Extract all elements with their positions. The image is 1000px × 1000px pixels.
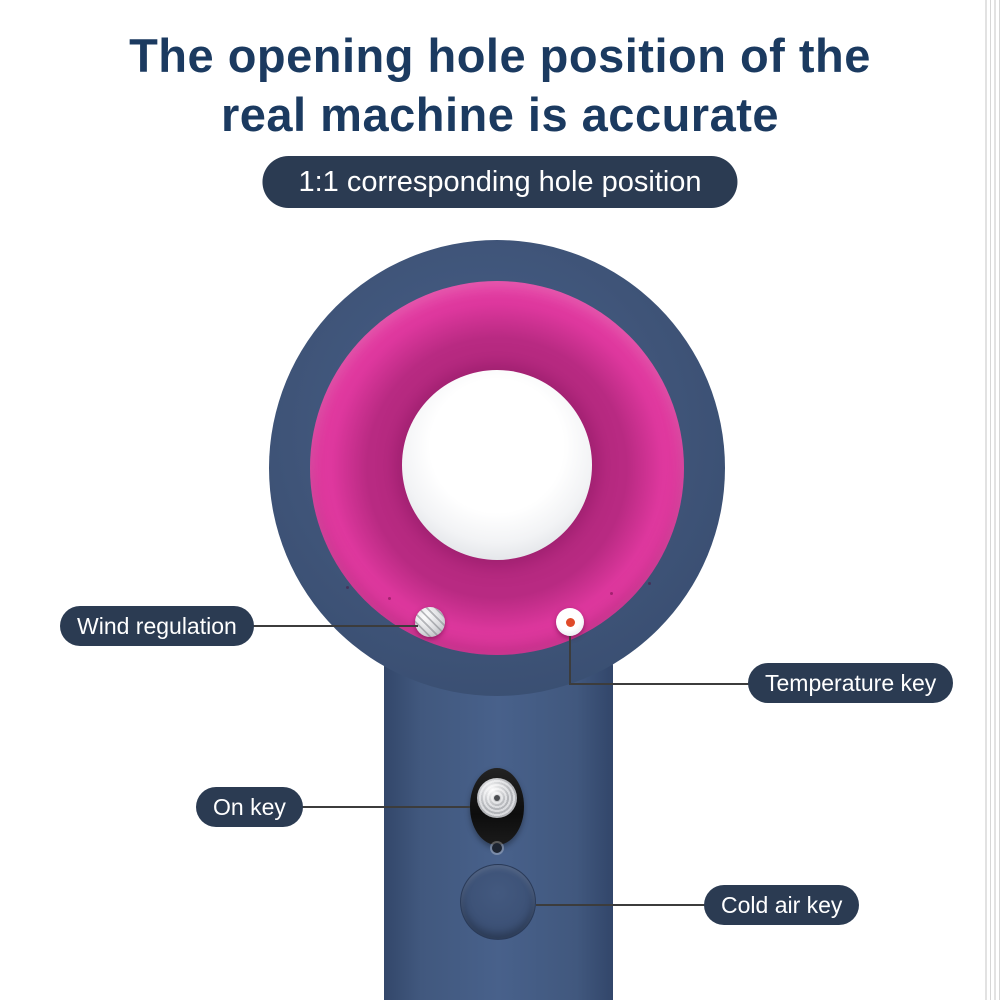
- callout-line-temperature-vertical: [569, 636, 571, 685]
- edge-stripes: [985, 0, 1000, 1000]
- temperature-dot: [565, 617, 575, 627]
- temperature-button: [556, 608, 584, 636]
- surface-dot: [610, 592, 613, 595]
- callout-line-cold-air: [536, 904, 706, 906]
- power-button-center: [494, 795, 500, 801]
- power-button: [470, 768, 524, 845]
- callout-cold-air-key: Cold air key: [704, 885, 860, 925]
- callout-line-wind: [246, 625, 418, 627]
- wind-button: [415, 607, 445, 637]
- callout-line-temperature-horizontal: [569, 683, 749, 685]
- subtitle-badge: 1:1 corresponding hole position: [262, 156, 738, 208]
- power-button-metal: [477, 778, 517, 818]
- title-line-1: The opening hole position of the: [129, 29, 871, 82]
- page-title: The opening hole position of the real mac…: [0, 26, 1000, 144]
- callout-on-key: On key: [196, 787, 303, 827]
- cold-air-button: [460, 864, 536, 940]
- callout-wind-regulation: Wind regulation: [60, 606, 254, 646]
- indicator-hole: [492, 843, 502, 853]
- callout-temperature-key: Temperature key: [748, 663, 954, 703]
- title-line-2: real machine is accurate: [220, 88, 780, 142]
- surface-dot: [346, 586, 349, 589]
- surface-dot: [648, 582, 651, 585]
- air-hole: [402, 370, 592, 560]
- surface-dot: [388, 597, 391, 600]
- callout-line-power: [298, 806, 470, 808]
